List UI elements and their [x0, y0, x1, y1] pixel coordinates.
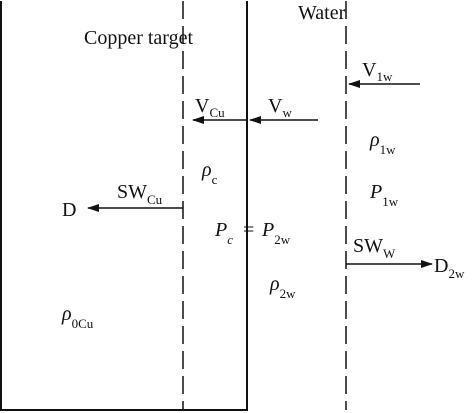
p1w-label: P1w — [369, 181, 399, 209]
swcu-label: SWCu — [117, 181, 163, 207]
copper-target-boundary — [0, 1, 248, 411]
rho2w-label: ρ2w — [269, 273, 296, 301]
vcu-label: VCu — [195, 95, 225, 120]
p2w-label: P2w — [261, 219, 291, 247]
equals-sign: = — [243, 219, 254, 241]
water-title: Water — [298, 2, 346, 24]
d-label: D — [62, 199, 76, 221]
rhoc-label: ρc — [201, 159, 218, 187]
v1w-label: V1w — [362, 59, 393, 84]
sww-label: SWW — [353, 235, 396, 261]
vw-label: Vw — [268, 95, 292, 120]
copper-target-title: Copper target — [84, 27, 193, 49]
rho1w-label: ρ1w — [369, 129, 396, 157]
d2w-label: D2w — [434, 255, 465, 281]
pc-label: Pc — [214, 219, 233, 247]
rho0cu-label: ρ0Cu — [61, 303, 94, 331]
